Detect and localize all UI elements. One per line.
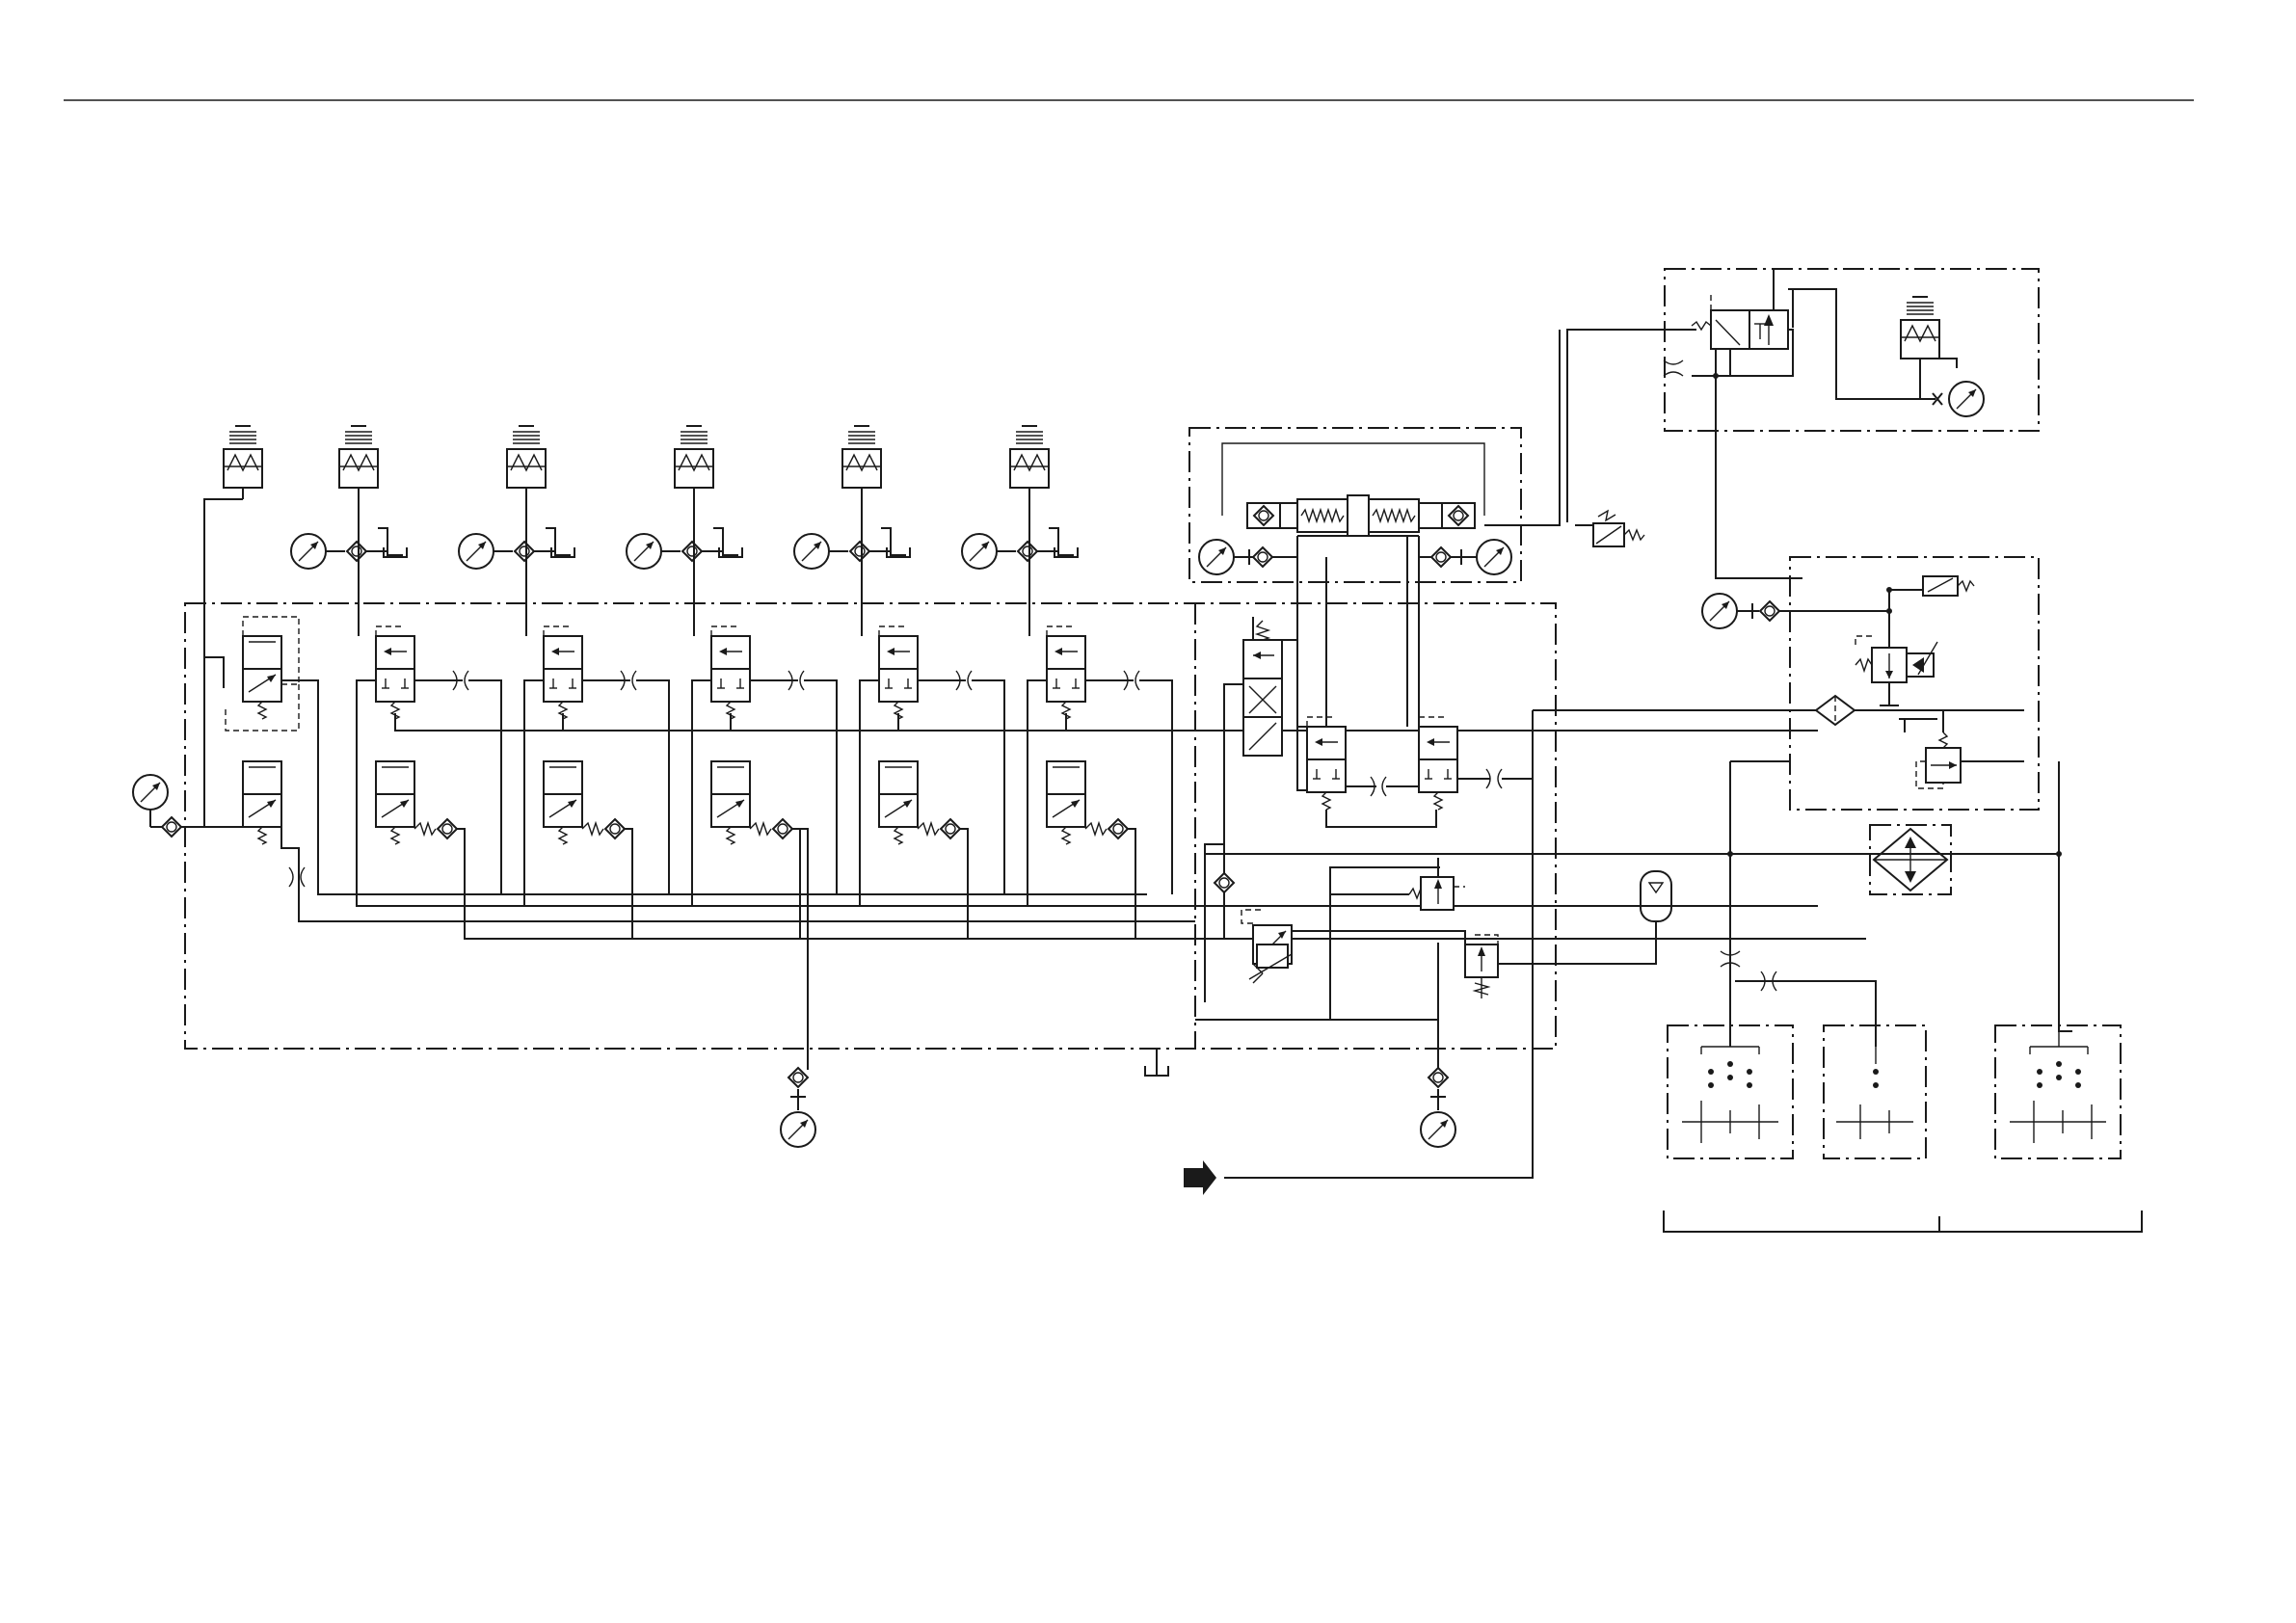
filter-cooler: [1870, 825, 1951, 894]
cooling-valve-group: [1664, 269, 2039, 431]
distribution-block: [1195, 536, 1533, 1147]
shaft-lock-group: [1189, 330, 1644, 582]
supply-inlet-arrow: [1184, 1160, 1216, 1195]
supply-circuit-group: [1702, 557, 2039, 810]
lubrication-points: [1664, 1025, 2142, 1232]
accumulator: [1641, 871, 1671, 921]
